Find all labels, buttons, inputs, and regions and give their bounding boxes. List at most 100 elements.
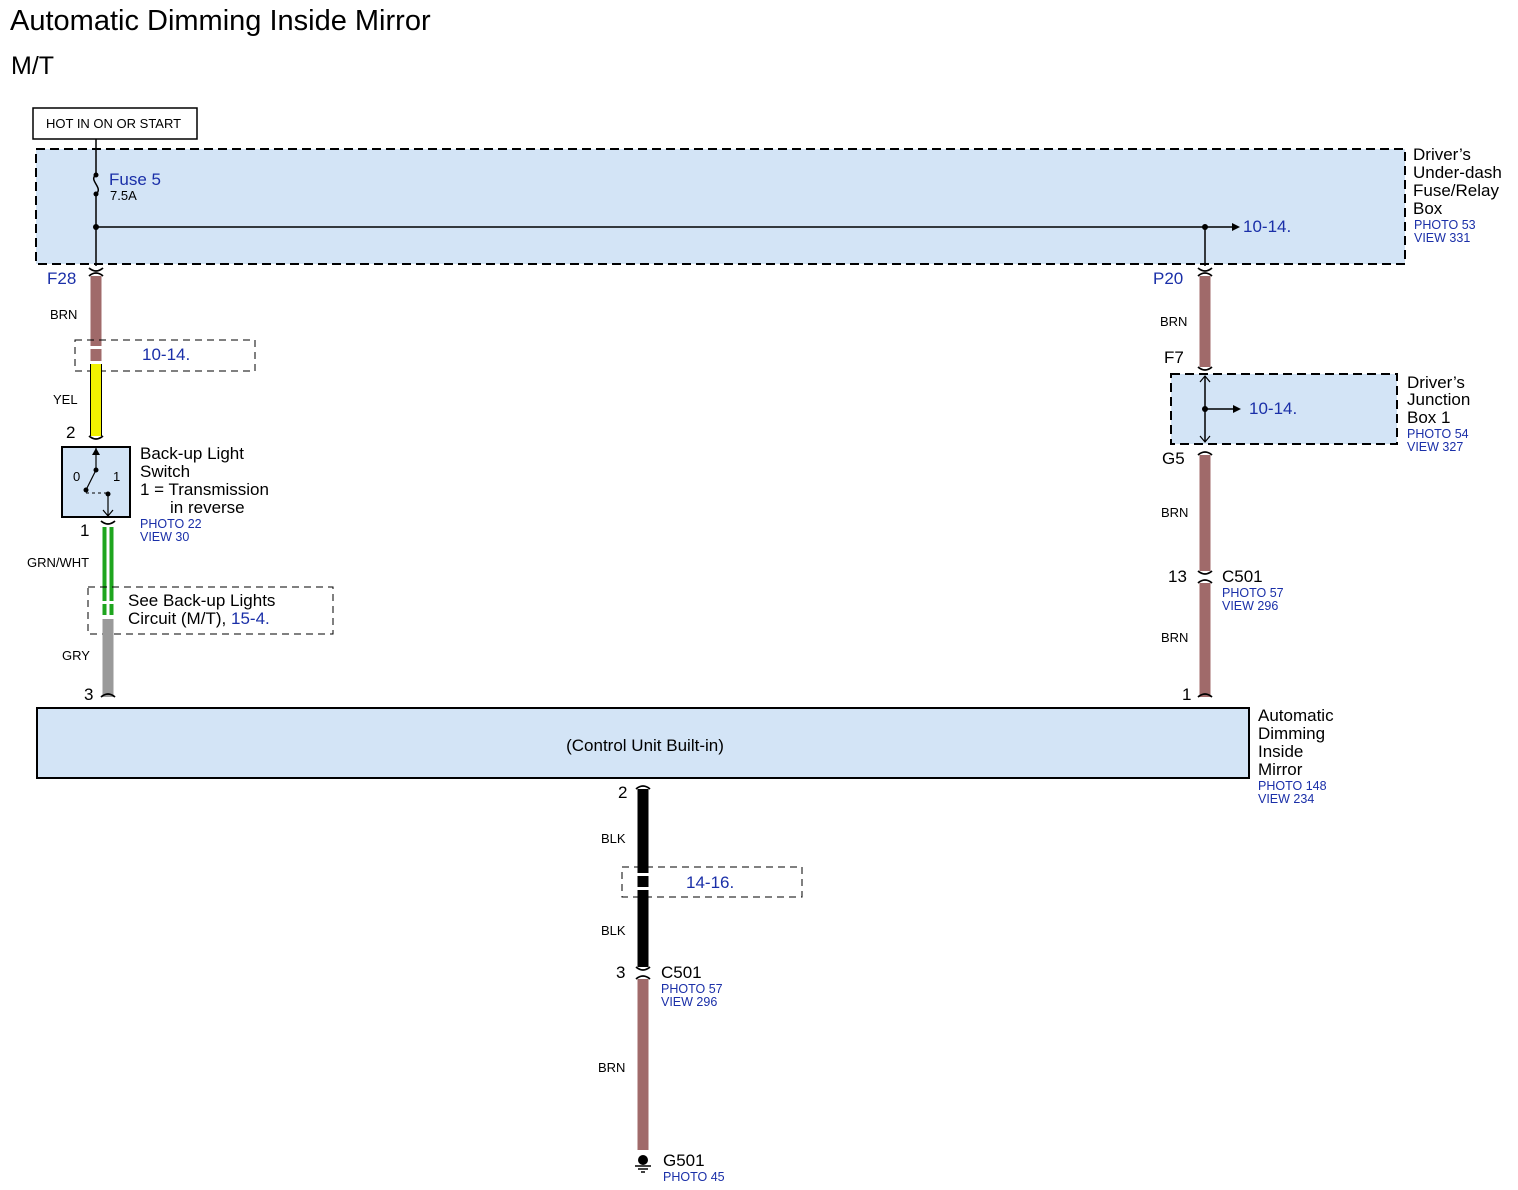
svg-text:Junction: Junction [1407, 390, 1470, 409]
f7-connector [1197, 366, 1213, 371]
mirror-pin-3: 3 [84, 685, 93, 704]
power-label-box [32, 107, 198, 140]
mirror-photo: PHOTO 148 [1258, 779, 1327, 793]
wire-label-brn-left: BRN [50, 307, 77, 322]
switch-bottom-connector [100, 520, 116, 525]
svg-text:Box: Box [1413, 199, 1443, 218]
wire-label-brn-right-2: BRN [1161, 505, 1188, 520]
svg-text:Switch: Switch [140, 462, 190, 481]
mirror-pin-2: 2 [618, 783, 627, 802]
see-ref: 15-4. [231, 609, 270, 628]
c501-right-connector-top [1197, 570, 1213, 575]
c501-right-view: VIEW 296 [1222, 599, 1278, 613]
svg-text:Driver’s: Driver’s [1413, 145, 1471, 164]
junction-arrow-top [1199, 375, 1211, 383]
switch-pin-bottom: 1 [80, 521, 89, 540]
c501-ground-name: C501 [661, 963, 702, 982]
mirror-view: VIEW 234 [1258, 792, 1314, 806]
c501-right-connector-bottom [1197, 579, 1213, 584]
ground-name: G501 [663, 1151, 705, 1170]
see-line2: Circuit (M/T), [128, 609, 226, 628]
fuse-box-view: VIEW 331 [1414, 231, 1470, 245]
wire-label-brn-ground: BRN [598, 1060, 625, 1075]
wire-label-brn-right-1: BRN [1160, 314, 1187, 329]
pin-p20: P20 [1153, 269, 1183, 288]
fuse-terminal-top [93, 172, 99, 178]
switch-view: VIEW 30 [140, 530, 189, 544]
c501-ground-photo: PHOTO 57 [661, 982, 723, 996]
fuse-box-photo: PHOTO 53 [1414, 218, 1476, 232]
fuse-bus-ref: 10-14. [1243, 217, 1291, 236]
ref-left: 10-14. [142, 345, 190, 364]
ref-box-ground [621, 866, 803, 898]
wire-start-mark [88, 272, 104, 277]
c501-right-name: C501 [1222, 567, 1263, 586]
svg-text:Dimming: Dimming [1258, 724, 1325, 743]
g5-connector [1197, 451, 1213, 456]
svg-text:in reverse: in reverse [170, 498, 245, 517]
switch-arm [85, 469, 97, 491]
svg-text:Box 1: Box 1 [1407, 408, 1450, 427]
pin-f7: F7 [1164, 348, 1184, 367]
wire-label-grn-wht: GRN/WHT [27, 555, 89, 570]
switch-pos-1: 1 [113, 469, 120, 484]
junction-ref: 10-14. [1249, 399, 1297, 418]
ref-box-left [74, 339, 256, 372]
svg-text:Driver’s: Driver’s [1407, 373, 1465, 392]
svg-text:Mirror: Mirror [1258, 760, 1303, 779]
fuse-name: Fuse 5 [109, 170, 161, 189]
junction-branch-arrow [1233, 405, 1241, 413]
wire-label-gry: GRY [62, 648, 90, 663]
fuse-rating: 7.5A [110, 188, 137, 203]
junction-name: Driver’s Junction Box 1 [1407, 373, 1470, 427]
mirror-inner-label: (Control Unit Built-in) [566, 736, 724, 755]
mirror-pin-1: 1 [1182, 685, 1191, 704]
mirror-pin3-connector [100, 693, 116, 698]
junction-view: VIEW 327 [1407, 440, 1463, 454]
bus-arrow [1232, 223, 1240, 231]
mirror-name: Automatic Dimming Inside Mirror [1258, 706, 1334, 779]
svg-text:Under-dash: Under-dash [1413, 163, 1502, 182]
mirror-pin2-connector [635, 785, 651, 790]
c501-right-photo: PHOTO 57 [1222, 586, 1284, 600]
switch-pos-0: 0 [73, 469, 80, 484]
switch-name: Back-up Light Switch 1 = Transmission in… [140, 444, 269, 517]
diagram-title: Automatic Dimming Inside Mirror [10, 5, 431, 37]
c501-ground-view: VIEW 296 [661, 995, 717, 1009]
c501-right-pin: 13 [1168, 567, 1187, 586]
svg-text:Back-up Light: Back-up Light [140, 444, 244, 463]
ground-photo: PHOTO 45 [663, 1170, 725, 1184]
c501-ground-connector-top [635, 966, 651, 971]
switch-arrow-top [92, 448, 100, 455]
c501-ground-pin: 3 [616, 963, 625, 982]
switch-arrow-bottom [102, 509, 114, 517]
svg-text:1 = Transmission: 1 = Transmission [140, 480, 269, 499]
diagram-subtitle: M/T [11, 52, 54, 80]
svg-text:Fuse/Relay: Fuse/Relay [1413, 181, 1499, 200]
backup-light-switch [61, 446, 131, 518]
power-label: HOT IN ON OR START [46, 116, 181, 131]
c501-ground-connector-bottom [635, 975, 651, 980]
wire-label-brn-right-3: BRN [1161, 630, 1188, 645]
svg-text:Automatic: Automatic [1258, 706, 1334, 725]
connector-p20-mark [1197, 267, 1213, 272]
ground-icon [635, 1155, 651, 1173]
switch-contact-0 [83, 487, 89, 493]
auto-dimming-mirror-unit [36, 707, 1250, 779]
junction-arrow-bottom [1199, 435, 1211, 443]
ref-ground: 14-16. [686, 873, 734, 892]
pin-g5: G5 [1162, 449, 1185, 468]
wire-label-blk-1: BLK [601, 831, 626, 846]
fuse-box-name: Driver’s Under-dash Fuse/Relay Box [1413, 145, 1502, 218]
junction-photo: PHOTO 54 [1407, 427, 1469, 441]
mirror-pin1-connector [1197, 693, 1213, 698]
pin-f28: F28 [47, 269, 76, 288]
svg-text:Inside: Inside [1258, 742, 1303, 761]
switch-photo: PHOTO 22 [140, 517, 202, 531]
see-line1: See Back-up Lights [128, 591, 275, 610]
connector-f28-mark [88, 267, 104, 272]
see-ref-box [87, 586, 334, 635]
p20-wire-mark [1197, 272, 1213, 277]
switch-top-connector [88, 435, 104, 440]
